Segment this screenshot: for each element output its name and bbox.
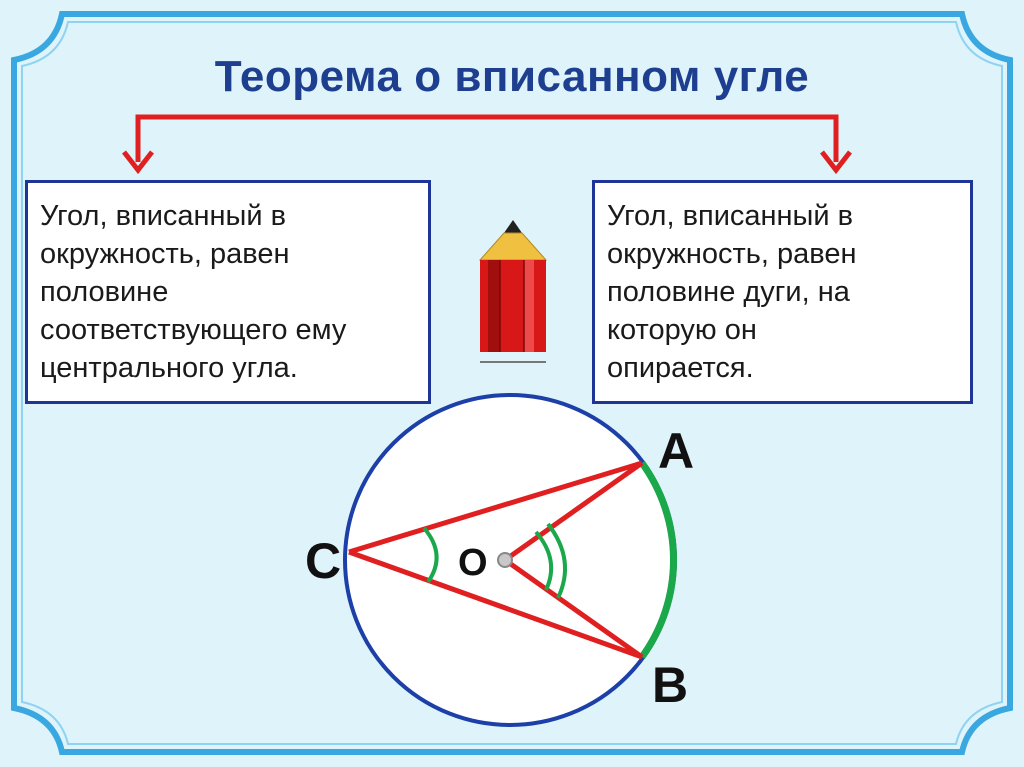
point-label-o: O — [458, 542, 488, 584]
text-line: опирается. — [607, 352, 754, 384]
central-angle-mark-1 — [534, 530, 554, 591]
text-line: соответствующего ему — [40, 314, 347, 346]
text-line: Угол, вписанный в — [40, 200, 287, 232]
pencil-icon — [478, 220, 548, 363]
chord-CA — [348, 460, 643, 555]
text-line: центрального угла. — [40, 352, 298, 384]
chord-CB — [348, 549, 643, 660]
text-line: Угол, вписанный в — [607, 200, 854, 232]
text-line: которую он — [607, 314, 757, 346]
radius-OB — [503, 557, 644, 660]
connector-arrows — [122, 114, 852, 175]
text-line: окружность, равен — [40, 238, 290, 270]
text-line: окружность, равен — [607, 238, 857, 270]
point-label-b: B — [652, 657, 689, 713]
central-angle-mark-2 — [546, 522, 568, 599]
decorative-frame — [11, 11, 1013, 755]
theorem-statement-left: Угол, вписанный в окружность, равен поло… — [25, 180, 431, 404]
radius-OA — [503, 460, 644, 563]
point-label-c: C — [305, 533, 342, 589]
inscribed-angle-diagram — [343, 393, 678, 727]
text-line: половине дуги, на — [607, 276, 850, 308]
page-title: Теорема о вписанном угле — [214, 52, 810, 101]
arc-AB — [639, 460, 678, 660]
point-label-a: A — [658, 423, 695, 479]
inscribed-angle-mark — [422, 526, 439, 584]
text-line: половине — [40, 276, 169, 308]
theorem-statement-right: Угол, вписанный в окружность, равен поло… — [592, 180, 973, 404]
center-point — [497, 552, 513, 568]
